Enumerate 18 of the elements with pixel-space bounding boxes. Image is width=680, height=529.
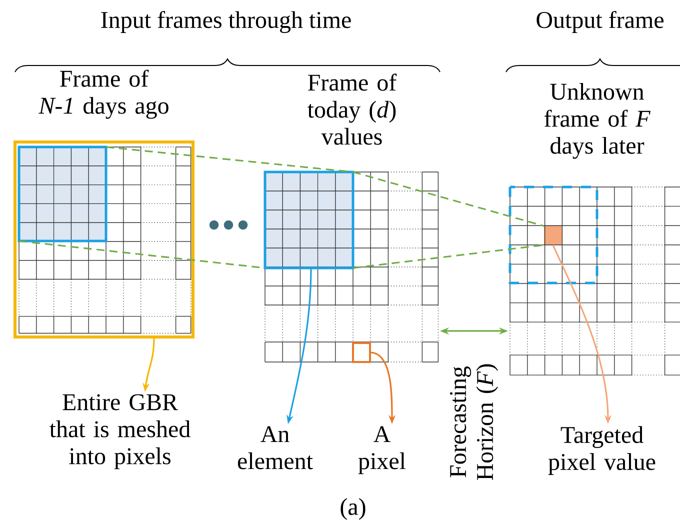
frame-heading: Frame of today (d) values bbox=[308, 74, 397, 145]
text-label: A pixel bbox=[358, 426, 406, 474]
caption: (a) bbox=[340, 498, 366, 520]
group-label: Output frame bbox=[536, 11, 664, 33]
projection-line bbox=[352, 171, 544, 227]
frame-heading: Unknown frame of F days later bbox=[544, 82, 650, 159]
pixel-square bbox=[352, 342, 371, 363]
projection-line bbox=[352, 244, 544, 269]
text-label: Entire GBR that is meshed into pixels bbox=[50, 394, 190, 470]
element-patch bbox=[264, 170, 354, 270]
text-label: An element bbox=[238, 426, 313, 470]
projection-line bbox=[106, 146, 354, 173]
projection-line bbox=[18, 240, 266, 269]
pixel-square bbox=[544, 226, 562, 245]
group-label: Input frames through time bbox=[101, 10, 351, 34]
frame-heading: Frame of N-1 days ago bbox=[38, 70, 168, 119]
element-patch bbox=[18, 146, 108, 242]
text-label: Targeted pixel value bbox=[548, 426, 656, 475]
